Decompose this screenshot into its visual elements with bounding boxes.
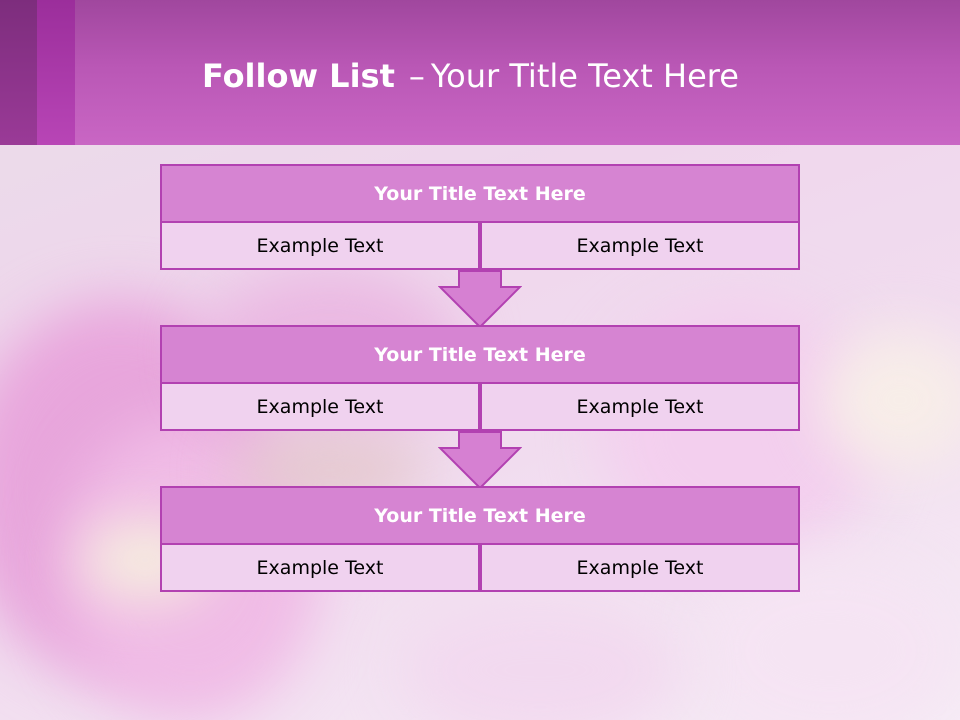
list-block-cell-left[interactable]: Example Text <box>160 382 480 431</box>
title-dash: – <box>408 57 425 95</box>
list-block-cell-right[interactable]: Example Text <box>480 221 800 270</box>
list-block-3: Your Title Text Here Example Text Exampl… <box>160 486 800 592</box>
title-text: Your Title Text Here <box>430 57 739 95</box>
header-band: Follow List–Your Title Text Here <box>0 0 960 145</box>
list-block-title[interactable]: Your Title Text Here <box>160 486 800 545</box>
header-stripe-light <box>37 0 75 145</box>
down-arrow-icon <box>438 431 522 489</box>
list-block-cell-right[interactable]: Example Text <box>480 382 800 431</box>
list-block-1: Your Title Text Here Example Text Exampl… <box>160 164 800 270</box>
list-block-cell-left[interactable]: Example Text <box>160 543 480 592</box>
page-title[interactable]: Follow List–Your Title Text Here <box>202 54 739 98</box>
list-block-title[interactable]: Your Title Text Here <box>160 325 800 384</box>
list-block-title[interactable]: Your Title Text Here <box>160 164 800 223</box>
down-arrow-icon <box>438 270 522 328</box>
list-block-2: Your Title Text Here Example Text Exampl… <box>160 325 800 431</box>
header-stripe-dark <box>0 0 37 145</box>
title-bold-part: Follow List <box>202 57 395 95</box>
list-block-cell-left[interactable]: Example Text <box>160 221 480 270</box>
list-block-cell-right[interactable]: Example Text <box>480 543 800 592</box>
